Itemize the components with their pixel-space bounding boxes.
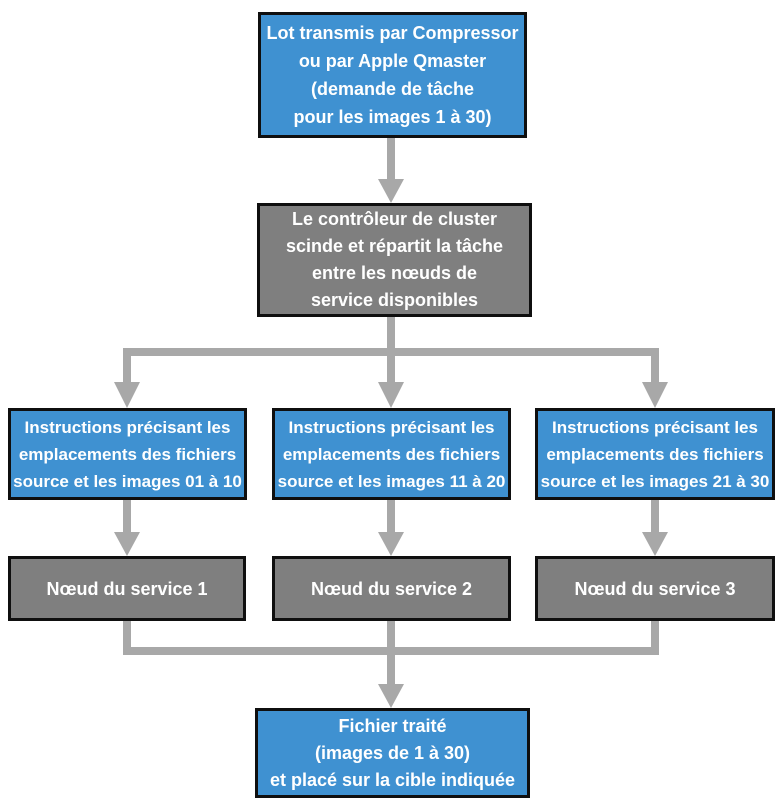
node-service-2: Nœud du service 2 [272,556,511,621]
connector-instructions-1-to-node-1 [123,500,131,534]
connector-controller-to-branch [387,317,395,356]
arrowhead-down-icon [378,532,404,556]
arrowhead-down-icon [378,179,404,203]
connector-branch-to-instructions-2 [387,348,395,384]
connector-branch-to-instructions-3 [651,348,659,384]
connector-instructions-2-to-node-2 [387,500,395,534]
node-cluster-controller-label: Le contrôleur de cluster scinde et répar… [285,209,504,310]
connector-branch-to-instructions-1 [123,348,131,384]
arrowhead-down-icon [114,532,140,556]
arrowhead-down-icon [642,532,668,556]
node-service-3-label: Nœud du service 3 [574,578,736,599]
node-instructions-3: Instructions précisant les emplacements … [535,408,775,500]
connector-instructions-3-to-node-3 [651,500,659,534]
node-service-1: Nœud du service 1 [8,556,246,621]
node-instructions-1-label: Instructions précisant les emplacements … [13,417,242,491]
node-instructions-3-label: Instructions précisant les emplacements … [540,417,770,491]
node-service-1-label: Nœud du service 1 [46,578,208,599]
connector-merge-to-output [387,621,395,686]
node-service-2-label: Nœud du service 2 [310,578,473,599]
arrowhead-down-icon [378,684,404,708]
arrowhead-down-icon [642,382,668,408]
node-output-file-label: Fichier traité (images de 1 à 30) et pla… [269,715,516,790]
node-instructions-1: Instructions précisant les emplacements … [8,408,247,500]
arrowhead-down-icon [378,382,404,408]
connector-node-1-to-merge [123,621,131,655]
node-instructions-2: Instructions précisant les emplacements … [272,408,511,500]
node-batch-submitted: Lot transmis par Compressor ou par Apple… [258,12,527,138]
node-batch-label: Lot transmis par Compressor ou par Apple… [266,23,519,127]
node-output-file: Fichier traité (images de 1 à 30) et pla… [255,708,530,798]
node-instructions-2-label: Instructions précisant les emplacements … [277,417,506,491]
connector-batch-to-controller [387,138,395,180]
connector-node-3-to-merge [651,621,659,655]
node-cluster-controller: Le contrôleur de cluster scinde et répar… [257,203,532,317]
arrowhead-down-icon [114,382,140,408]
node-service-3: Nœud du service 3 [535,556,775,621]
